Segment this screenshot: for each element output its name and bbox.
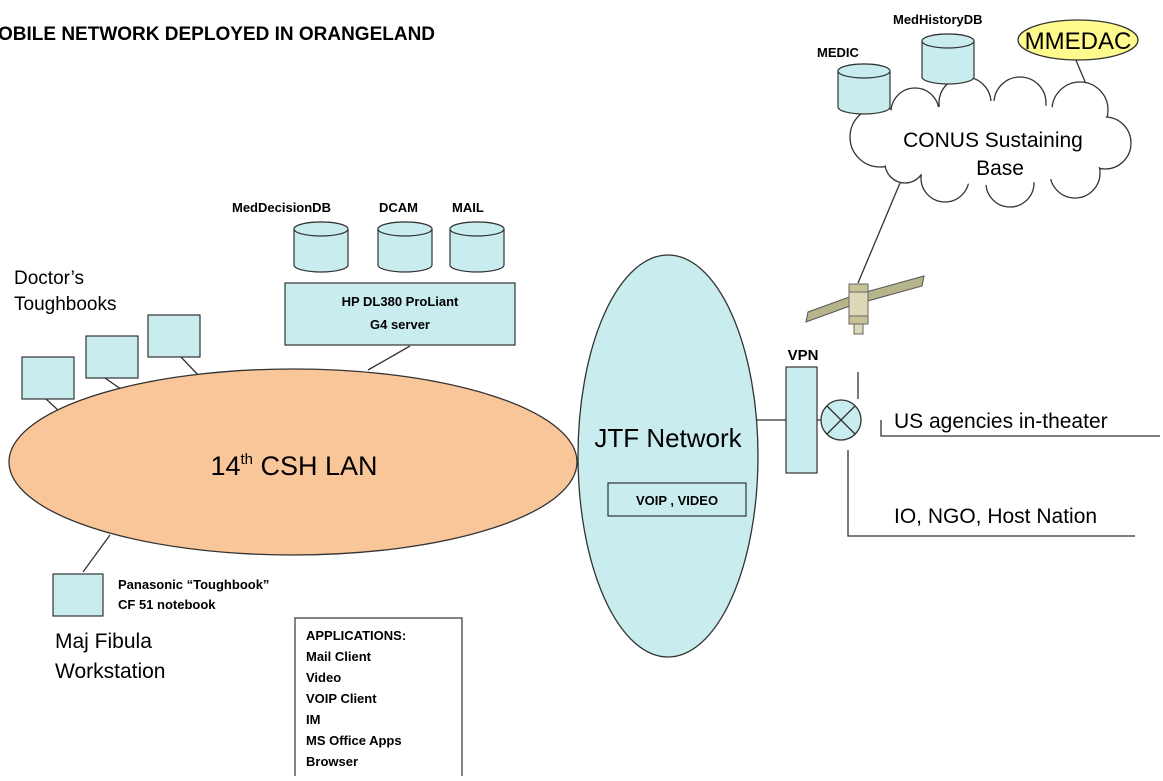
conus-label-line1: CONUS Sustaining [903,129,1083,152]
notebook-note-line2: CF 51 notebook [118,597,216,612]
application-item: VOIP Client [306,691,377,706]
workstation-name-line1: Maj Fibula [55,630,152,653]
workstation-notebook [52,573,104,617]
io-ngo-link [847,450,1135,537]
db-medhistory [921,33,975,85]
server-box [284,282,516,346]
jtf-network-ellipse [577,254,759,658]
meddecisiondb-label: MedDecisionDB [232,200,331,215]
mmedac-ellipse [1017,19,1139,61]
db-dcam [377,221,433,273]
application-item: MS Office Apps [306,733,402,748]
router-icon [820,399,862,441]
server-link [367,345,411,371]
workstation-name-line2: Workstation [55,660,166,683]
page-title: OBILE NETWORK DEPLOYED IN ORANGELAND [0,24,435,45]
mmedac-label: MMEDAC [1025,28,1132,55]
lan-suffix: CSH LAN [253,451,378,481]
toughbooks-label-line2: Toughbooks [14,294,116,315]
server-label-line2: G4 server [370,317,430,332]
medic-label: MEDIC [817,45,860,60]
us-agencies-label: US agencies in-theater [894,410,1108,433]
satellite-conus-link [857,182,901,284]
jtf-network-label: JTF Network [594,423,742,453]
conus-cloud [849,76,1132,208]
lan-superscript: th [240,451,253,468]
notebook-note-line1: Panasonic “Toughbook” [118,577,269,592]
application-item: Browser [306,754,358,769]
server-label-line1: HP DL380 ProLiant [342,294,459,309]
io-ngo-label: IO, NGO, Host Nation [894,505,1097,528]
csh-lan-ellipse [8,368,578,556]
conus-label-line2: Base [976,157,1024,180]
lan-prefix: 14 [210,451,240,481]
vpn-box [785,366,818,474]
workstation-link [82,534,111,573]
applications-box [294,617,463,779]
voip-video-box [607,482,747,517]
toughbooks-label-line1: Doctor’s [14,268,84,289]
toughbook-1 [21,356,75,400]
toughbook-3 [147,314,201,358]
application-item: IM [306,712,320,727]
medhistorydb-label: MedHistoryDB [893,12,983,27]
us-agencies-link [880,420,1160,437]
application-item: Video [306,670,341,685]
toughbook-2 [85,335,139,379]
applications-heading: APPLICATIONS: [306,628,406,643]
mail-label: MAIL [452,200,484,215]
dcam-label: DCAM [379,200,418,215]
csh-lan-label: 14th CSH LAN [210,451,377,481]
db-medic [837,63,891,115]
toughbook-3-link [179,355,201,378]
db-meddecision [293,221,349,273]
application-item: Mail Client [306,649,372,664]
vpn-label: VPN [788,347,819,364]
voip-video-label: VOIP , VIDEO [636,493,718,508]
satellite-icon [805,275,925,335]
db-mail [449,221,505,273]
